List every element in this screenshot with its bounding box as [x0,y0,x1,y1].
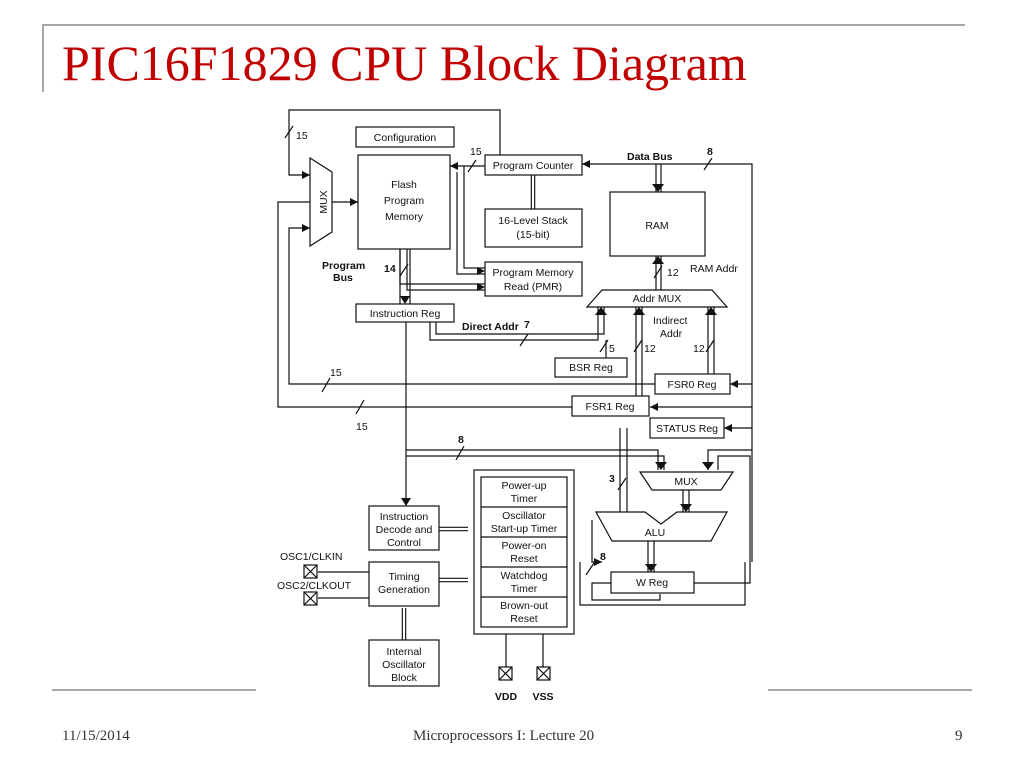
w-reg-label: W Reg [636,577,668,589]
width-ir-to-mux: 8 [458,434,464,446]
osc-block-label-3: Block [391,672,417,684]
ram-label: RAM [645,220,668,232]
width-program-bus: 14 [384,263,396,275]
flash-label-3: Memory [385,211,424,223]
program-bus-label-1: Program [322,260,365,272]
flash-label-2: Program [384,195,425,207]
program-counter-label: Program Counter [493,160,574,172]
ram-addr-label: RAM Addr [690,263,738,275]
bus-width-ticks [284,125,715,576]
addr-mux-label: Addr MUX [633,293,681,305]
timer-watchdog-1: Watchdog [501,570,548,582]
footer-rule-right [768,689,972,691]
vss-label: VSS [532,691,553,703]
width-ram-addr: 12 [667,267,679,279]
timer-osc-startup-1: Oscillator [502,510,546,522]
addr-mux-block: Addr MUX [585,289,729,308]
osc-pins: OSC1/CLKIN OSC2/CLKOUT [277,551,369,606]
footer-date: 11/15/2014 [62,728,130,744]
width-data-bus: 8 [707,146,713,158]
frame-top-border [42,24,965,26]
pmr-block: Program Memory Read (PMR) [484,261,583,297]
bsr-reg-block: BSR Reg [554,357,628,378]
decode-label-1: Instruction [380,511,429,523]
width-fsr0-loop: 15 [330,367,342,379]
bus-width-labels: 15 15 8 14 12 7 5 12 12 15 15 8 3 8 [296,130,713,563]
flash-label-1: Flash [391,179,417,191]
stack-block: 16-Level Stack (15-bit) [484,208,583,248]
direct-addr-label: Direct Addr [462,321,519,333]
osc2-label: OSC2/CLKOUT [277,580,352,592]
pmr-label-1: Program Memory [492,267,574,279]
fsr0-reg-block: FSR0 Reg [654,373,731,395]
fsr1-reg-label: FSR1 Reg [585,401,634,413]
ram-block: RAM [609,191,706,257]
fsr0-reg-label: FSR0 Reg [667,379,716,391]
alu-block: ALU [594,511,729,542]
stack-label-1: 16-Level Stack [498,215,568,227]
width-fsr-right: 12 [693,343,705,355]
decode-block: Instruction Decode and Control [368,505,440,551]
status-reg-block: STATUS Reg [649,417,725,439]
decode-label-3: Control [387,537,421,549]
osc-block-label-1: Internal [386,646,421,658]
alu-mux-label: MUX [674,476,697,488]
frame-left-border [42,24,44,92]
timer-power-up-1: Power-up [502,480,547,492]
alu-mux-block: MUX [638,471,735,491]
oscillator-block: Internal Oscillator Block [368,639,440,687]
fsr1-reg-block: FSR1 Reg [571,395,650,417]
power-pins: VDD VSS [495,634,554,703]
footer-course: Microprocessors I: Lecture 20 [413,728,595,744]
osc-block-label-2: Oscillator [382,659,426,671]
timer-watchdog-2: Timer [511,583,538,595]
program-counter-block: Program Counter [484,154,583,176]
configuration-label: Configuration [374,132,437,144]
bus-lines [277,109,753,606]
osc1-label: OSC1/CLKIN [280,551,342,563]
timer-brown-out-2: Reset [510,613,538,625]
pmr-label-2: Read (PMR) [504,281,562,293]
width-alu-out: 8 [600,551,606,563]
timer-power-on-2: Reset [510,553,538,565]
width-top-loop: 15 [296,130,308,142]
width-pc-to-flash: 15 [470,146,482,158]
timer-power-up-2: Timer [511,493,538,505]
indirect-addr-label-1: Indirect [653,315,688,327]
alu-label: ALU [645,527,665,539]
timing-label-1: Timing [388,571,419,583]
mux-program: MUX [309,156,333,248]
status-reg-label: STATUS Reg [656,423,718,435]
timing-label-2: Generation [378,584,430,596]
instruction-reg-label: Instruction Reg [370,308,441,320]
decode-label-2: Decode and [376,524,433,536]
w-reg-block: W Reg [610,571,695,594]
timer-power-on-1: Power-on [502,540,547,552]
slide-title: PIC16F1829 CPU Block Diagram [62,35,747,91]
data-bus-label: Data Bus [627,151,673,163]
timing-block: Timing Generation [368,561,440,607]
footer-rule-left [52,689,256,691]
width-fsr1-loop: 15 [356,421,368,433]
width-fsr-mid: 12 [644,343,656,355]
stack-label-2: (15-bit) [516,229,549,241]
bsr-reg-label: BSR Reg [569,362,613,374]
path-labels: Data Bus Program Bus Direct Addr RAM Add… [322,151,738,340]
timers-block: Power-up Timer Oscillator Start-up Timer… [473,469,575,635]
indirect-addr-label-2: Addr [660,328,683,340]
footer-page-number: 9 [955,728,963,744]
timer-brown-out-1: Brown-out [500,600,548,612]
width-bsr: 5 [609,343,615,355]
timer-osc-startup-2: Start-up Timer [491,523,558,535]
width-direct-addr: 7 [524,319,530,331]
width-status-to-alu: 3 [609,473,615,485]
svg-text:MUX: MUX [318,190,330,213]
bidirectional-links [401,175,536,640]
configuration-block: Configuration [355,126,455,148]
flash-memory-block: Flash Program Memory [357,154,451,250]
vdd-label: VDD [495,691,518,703]
instruction-reg-block: Instruction Reg [355,303,455,323]
program-bus-label-2: Bus [333,272,353,284]
